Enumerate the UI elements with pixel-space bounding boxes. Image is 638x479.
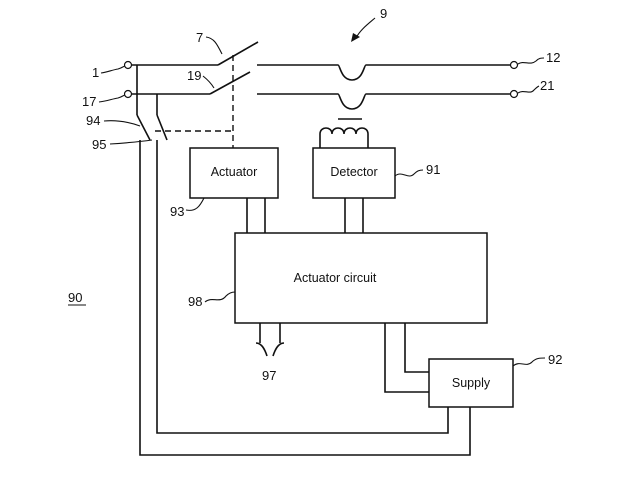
supply-feed-wires	[139, 140, 471, 456]
circuit-to-supply-wires	[384, 323, 429, 393]
ref-12-leader	[517, 57, 545, 65]
detector-coil	[319, 127, 369, 148]
terminal-17	[123, 89, 133, 99]
ref-94-leader	[103, 120, 141, 127]
terminal-1	[123, 60, 133, 70]
ref-91-leader	[394, 169, 424, 177]
ref-21-leader	[517, 85, 540, 94]
ref-21: 21	[540, 78, 554, 93]
switch-19-blade	[209, 71, 251, 95]
ref-95-leader	[109, 139, 153, 145]
ref-19-leader	[202, 75, 215, 89]
actuator-box	[189, 147, 279, 199]
ref-17-leader	[98, 94, 126, 103]
auxiliary-contacts	[136, 65, 168, 141]
ref-93: 93	[170, 204, 184, 219]
ref-17: 17	[82, 94, 96, 109]
ref-94: 94	[86, 113, 100, 128]
box-interconnects	[246, 198, 364, 233]
ref-92-leader	[512, 357, 546, 367]
ref-9: 9	[380, 6, 387, 21]
ref-12: 12	[546, 50, 560, 65]
line-1-right-segment	[257, 64, 510, 81]
ref-9-arrowhead	[351, 33, 360, 42]
line-2-right-segment	[257, 93, 510, 110]
ref-1-leader	[100, 65, 126, 74]
ref-1: 1	[92, 65, 99, 80]
terminal-12	[509, 60, 519, 70]
ref-9-arrow	[355, 17, 376, 39]
actuator-circuit-label: Actuator circuit	[294, 271, 377, 285]
ref-7: 7	[196, 30, 203, 45]
ref-98-leader	[204, 291, 236, 303]
ref-98: 98	[188, 294, 202, 309]
switch-7-blade	[217, 41, 259, 66]
ref-95: 95	[92, 137, 106, 152]
ref-91: 91	[426, 162, 440, 177]
mechanical-linkage	[155, 55, 234, 150]
ref-93-leader	[185, 197, 205, 211]
connector-97	[255, 323, 285, 357]
ref-97: 97	[262, 368, 276, 383]
line-conductors	[132, 41, 510, 110]
actuator-circuit-box	[234, 232, 488, 324]
detector-label: Detector	[330, 165, 377, 179]
terminal-21	[509, 89, 519, 99]
ref-7-leader	[205, 36, 223, 55]
ref-92: 92	[548, 352, 562, 367]
detector-box	[312, 147, 396, 199]
ref-19: 19	[187, 68, 201, 83]
actuator-label: Actuator	[211, 165, 258, 179]
ref-90: 90	[68, 290, 82, 305]
supply-label: Supply	[452, 376, 491, 390]
supply-box	[428, 358, 514, 408]
